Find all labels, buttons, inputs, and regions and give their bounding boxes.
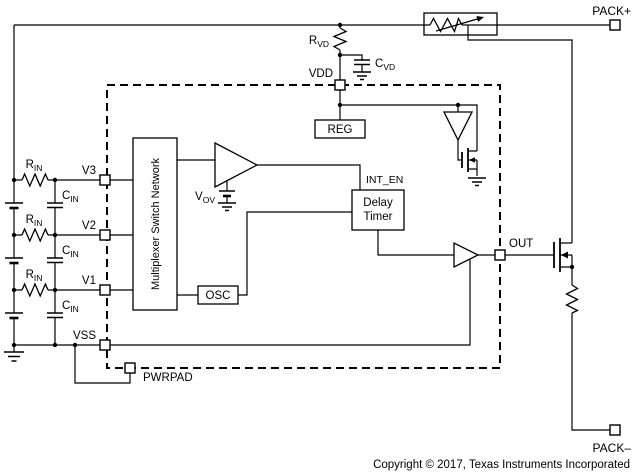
ground-symbol-battery [4, 351, 24, 362]
fuse-heater-zigzag [429, 16, 463, 34]
label-cin-1: CIN [62, 190, 79, 204]
label-pin-v3: V3 [82, 165, 96, 177]
label-rvd: RVD [309, 35, 329, 49]
mux-block [132, 137, 178, 311]
external-mosfet-body-arrow [561, 251, 568, 259]
pin-vss [99, 339, 111, 351]
pin-vdd [334, 79, 346, 91]
capacitor-cin-2 [47, 257, 63, 264]
external-mosfet [553, 238, 568, 272]
circuit-wires [13, 24, 610, 431]
label-multiplexer: Multiplexer Switch Network [150, 157, 162, 290]
resistor-fet-source [565, 284, 580, 314]
ground-symbol-vov [218, 202, 236, 212]
label-pin-v2: V2 [82, 220, 96, 232]
pin-v2 [99, 229, 111, 241]
label-rin-3: RIN [26, 269, 43, 283]
terminal-pack-plus [609, 19, 621, 31]
label-rin-2: RIN [26, 214, 43, 228]
label-pack-plus: PACK+ [592, 4, 631, 18]
comparator [214, 141, 259, 189]
resistor-rin-2 [21, 227, 49, 243]
resistor-rvd [332, 27, 348, 51]
label-rin-1: RIN [26, 159, 43, 173]
label-pin-pwrpad: PWRPAD [143, 372, 193, 384]
label-vov: VOV [195, 191, 215, 205]
label-cin-3: CIN [62, 300, 79, 314]
label-pin-vdd: VDD [309, 68, 333, 80]
label-cvd: CVD [375, 58, 395, 72]
resistor-rin-3 [21, 282, 49, 298]
battery-stack [5, 202, 23, 320]
capacitor-cin-3 [47, 312, 63, 319]
copyright-notice: Copyright © 2017, Texas Instruments Inco… [373, 459, 630, 471]
junction-dots [11, 22, 575, 348]
label-pin-out: OUT [509, 238, 533, 250]
label-reg: REG [328, 124, 353, 136]
ic-boundary [106, 84, 501, 369]
ground-symbol-internal-fet [468, 177, 486, 187]
internal-mosfet [461, 148, 475, 172]
thermal-fuse-element [429, 16, 484, 34]
label-delay-timer-line2: Timer [364, 211, 393, 223]
internal-mosfet-body-arrow [469, 157, 475, 163]
resistor-rin-1 [21, 172, 49, 188]
pin-out [494, 249, 506, 261]
ground-symbol-cvd [353, 71, 371, 81]
ground-symbols [4, 71, 486, 362]
pin-v1 [99, 284, 111, 296]
gate-drive-buffer [442, 111, 474, 142]
label-int-en: INT_EN [366, 174, 403, 186]
capacitor-cvd [354, 59, 370, 66]
capacitors [47, 59, 370, 319]
label-pin-v1: V1 [82, 275, 96, 287]
label-osc: OSC [206, 290, 231, 302]
resistors [21, 27, 580, 314]
fuse-thermal-arrowhead [476, 16, 484, 22]
output-driver [453, 241, 480, 269]
label-cin-2: CIN [62, 245, 79, 259]
capacitor-cin-1 [47, 202, 63, 209]
label-pack-minus: PACK– [593, 441, 632, 455]
delay-timer-block [351, 189, 405, 231]
terminal-pack-minus [609, 424, 621, 436]
label-pin-vss: VSS [73, 330, 96, 342]
pin-pwrpad [124, 362, 136, 374]
label-delay-timer-line1: Delay [363, 197, 393, 209]
vov-reference-source [219, 190, 235, 198]
fuse-thermal-arrow-line [435, 17, 480, 32]
pin-v3 [99, 174, 111, 186]
